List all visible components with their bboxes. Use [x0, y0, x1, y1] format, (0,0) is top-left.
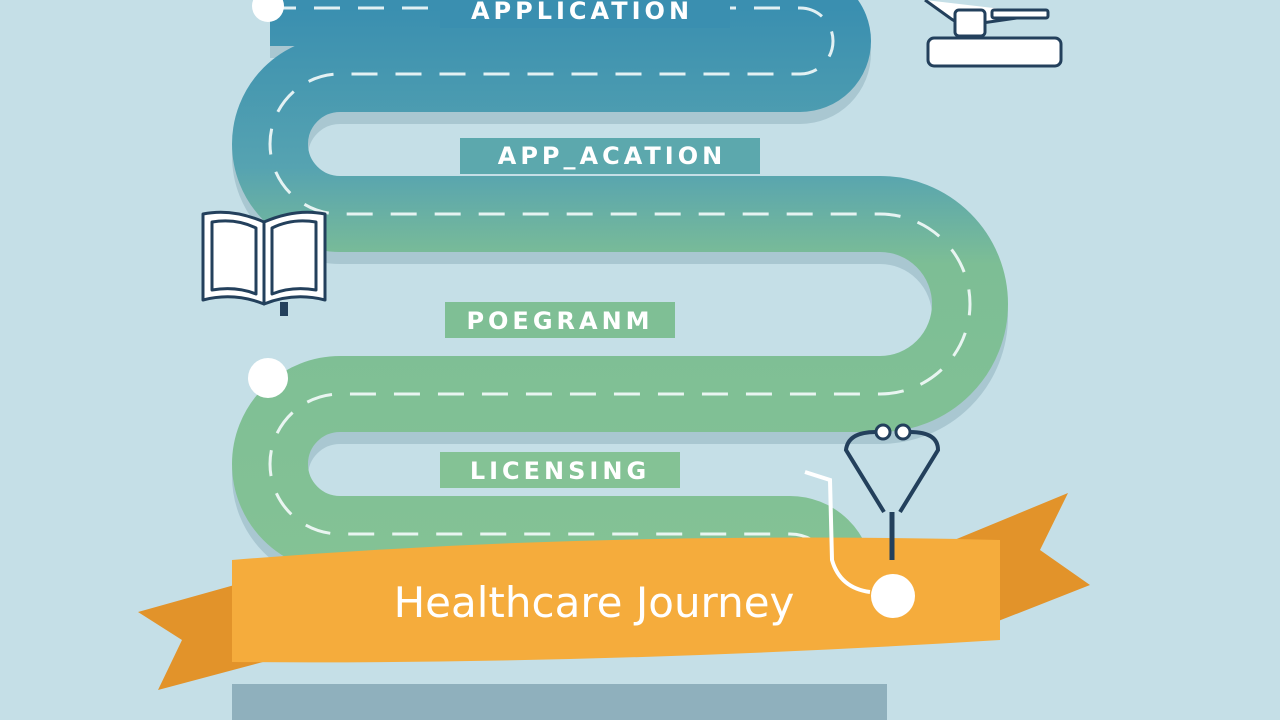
- milestone-dot: [248, 358, 288, 398]
- banner-title: Healthcare Journey: [394, 578, 795, 627]
- stage-1-label: APPLICATION: [471, 0, 693, 25]
- banner-ribbon: [232, 537, 1000, 663]
- stage-1-label-bg: [440, 0, 730, 28]
- dental-chair-icon: [924, 0, 1063, 68]
- stage-3-label: POEGRANM: [466, 307, 653, 335]
- stage-2-label: APP_ACATION: [498, 142, 726, 170]
- stage-4-label-bg: [440, 452, 680, 488]
- road-center-dashes: [268, 6, 972, 579]
- open-book-icon: [201, 210, 327, 316]
- stage-3-label-bg: [445, 302, 675, 338]
- base-bar: [232, 684, 887, 720]
- stethoscope-icon: [804, 423, 941, 618]
- stage-4-label: LICENSING: [470, 457, 650, 485]
- milestone-dot: [252, 0, 284, 22]
- stage-2-label-bg: [460, 138, 760, 174]
- winding-road: [232, 0, 1008, 582]
